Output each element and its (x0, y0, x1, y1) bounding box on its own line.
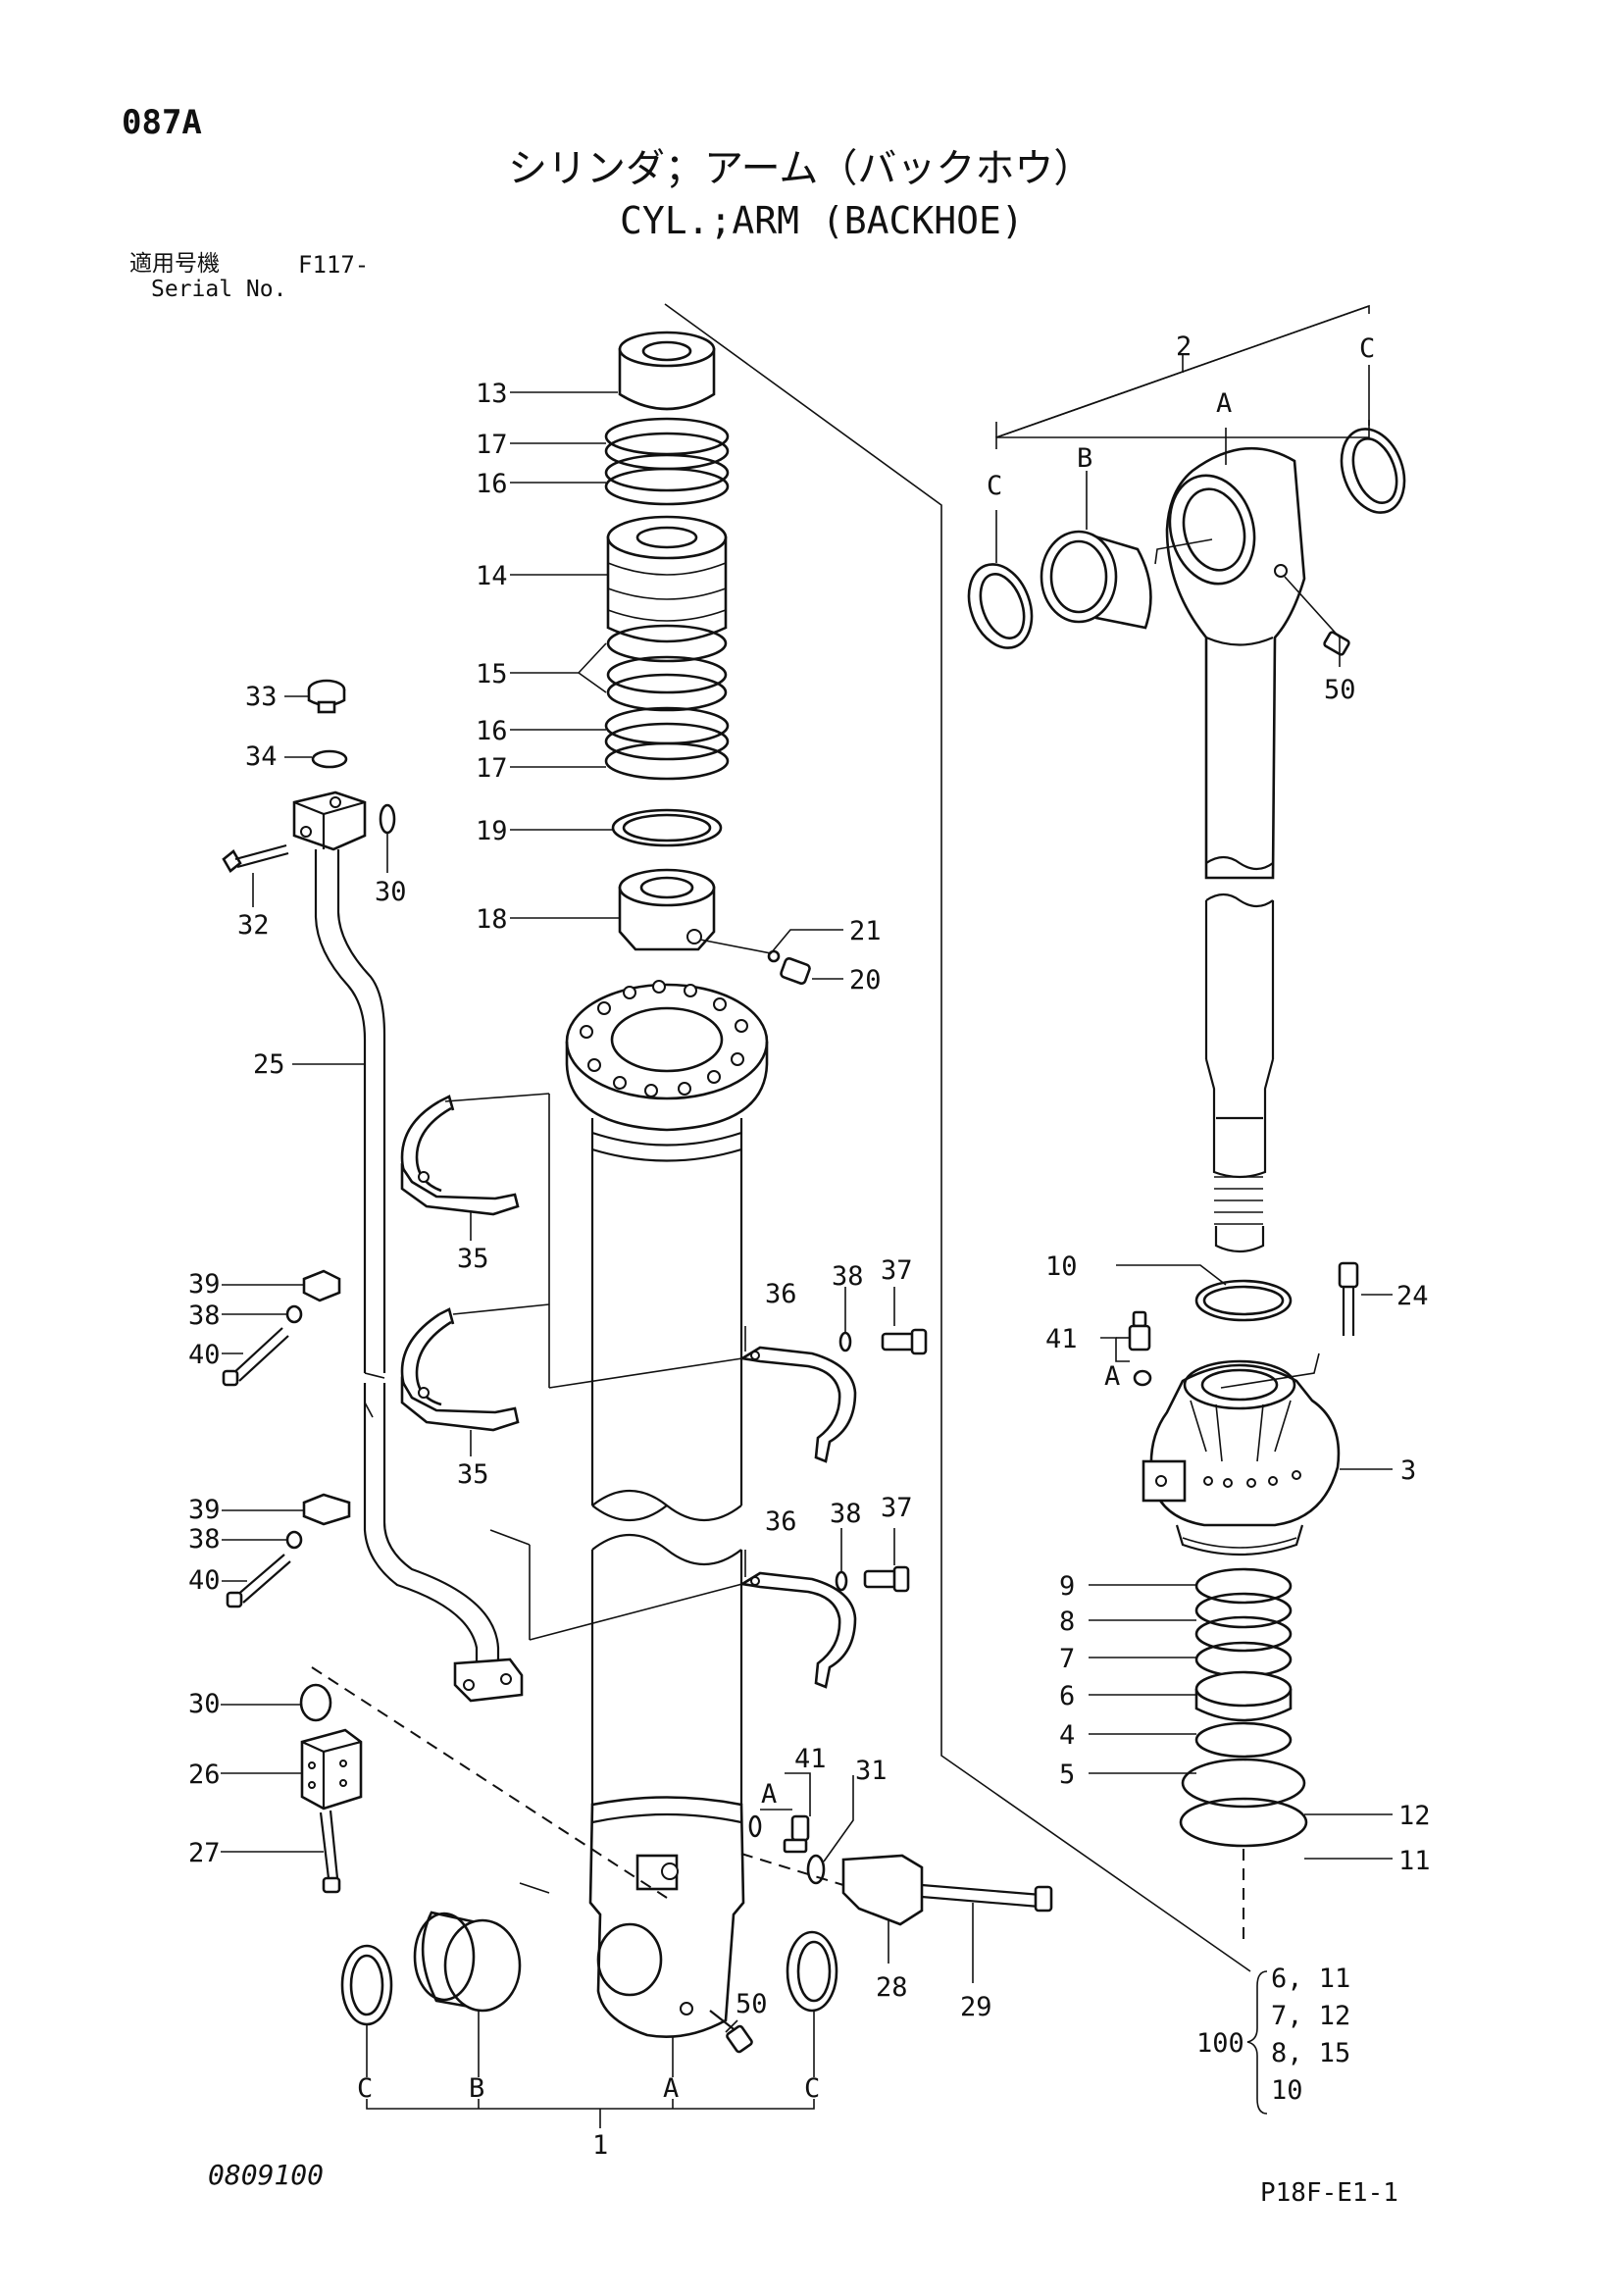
callout-27: 27 (188, 1838, 221, 1868)
callout-11: 11 (1398, 1846, 1431, 1876)
callout-3: 3 (1400, 1455, 1416, 1486)
callout-b-rod: B (1077, 443, 1092, 474)
callout-5: 5 (1059, 1760, 1075, 1790)
callout-c-rod-left: C (987, 471, 1002, 501)
bolts-37-38 (835, 1328, 928, 1593)
callout-1: 1 (592, 2130, 608, 2161)
callout-9: 9 (1059, 1571, 1075, 1602)
callout-38-upper-left: 38 (188, 1301, 221, 1331)
callout-a-gland: A (1104, 1361, 1120, 1392)
callout-26: 26 (188, 1760, 221, 1790)
kit-row-2: 7, 12 (1271, 2001, 1350, 2031)
callout-labels: 13 17 16 14 15 16 17 19 18 21 20 33 34 3… (188, 332, 1431, 2161)
callout-41-gland: 41 (1045, 1324, 1078, 1354)
callout-a-lower: A (761, 1779, 777, 1810)
callout-13: 13 (476, 379, 508, 409)
callout-18: 18 (476, 904, 508, 935)
callout-32: 32 (237, 910, 270, 941)
clamp-36-upper (738, 1346, 857, 1463)
kit-row-1: 6, 11 (1271, 1964, 1350, 1994)
callout-10: 10 (1045, 1251, 1078, 1282)
callout-30-upper: 30 (375, 877, 407, 907)
gland-assembly (1128, 1261, 1359, 1556)
callout-34: 34 (245, 741, 278, 772)
callout-16-lower: 16 (476, 716, 508, 746)
callout-41-lower: 41 (794, 1744, 827, 1774)
title-english: CYL.;ARM (BACKHOE) (620, 199, 1024, 242)
callout-2: 2 (1176, 332, 1192, 362)
callout-c-rod-right: C (1359, 333, 1375, 364)
page-id: 087A (122, 103, 202, 142)
callout-50-rod: 50 (1324, 675, 1356, 705)
callout-14: 14 (476, 561, 508, 591)
callout-17-upper: 17 (476, 430, 508, 460)
callout-16-upper: 16 (476, 469, 508, 499)
callout-24: 24 (1396, 1281, 1429, 1311)
callout-38-lower-right: 38 (830, 1499, 862, 1529)
callout-a-bottom: A (663, 2073, 679, 2104)
callout-29: 29 (960, 1992, 992, 2022)
title-japanese: シリンダ；アーム（バックホウ） (508, 146, 1093, 191)
callout-25: 25 (253, 1049, 285, 1080)
callout-4: 4 (1059, 1720, 1075, 1751)
centerlines (311, 538, 1320, 1947)
clamp-36-lower (738, 1571, 857, 1689)
seal-stack-right (1179, 1567, 1308, 1848)
serial-value: F117- (298, 251, 370, 279)
clips-39-40 (222, 1269, 351, 1608)
callout-b-bottom: B (469, 2073, 484, 2104)
rod-assembly (967, 428, 1406, 1253)
kit-number: 100 (1196, 2028, 1244, 2059)
seal-stack (604, 331, 811, 986)
callout-19: 19 (476, 816, 508, 846)
kit-row-4: 10 (1271, 2075, 1303, 2106)
callout-37-upper: 37 (881, 1255, 913, 1286)
serial-label-japanese: 適用号機 (129, 251, 220, 277)
serial-label-english: Serial No. (151, 277, 287, 302)
callout-40-upper: 40 (188, 1340, 221, 1370)
callout-50-lower: 50 (736, 1989, 768, 2019)
document-number: 0809100 (208, 2159, 325, 2191)
callout-12: 12 (1398, 1801, 1431, 1831)
callout-36-lower: 36 (765, 1506, 797, 1537)
callout-30-lower: 30 (188, 1689, 221, 1719)
callout-36-upper: 36 (765, 1279, 797, 1309)
clamp-35-upper (400, 1095, 520, 1216)
callout-15: 15 (476, 659, 508, 689)
callout-38-lower-left: 38 (188, 1524, 221, 1555)
callout-21: 21 (849, 916, 882, 946)
cylinder-tube (565, 303, 1251, 2038)
callout-37-lower: 37 (881, 1493, 913, 1523)
callout-40-lower: 40 (188, 1565, 221, 1596)
callout-17-lower: 17 (476, 753, 508, 784)
clamp-35-lower (400, 1307, 520, 1432)
callout-6: 6 (1059, 1681, 1075, 1711)
callout-35-upper: 35 (457, 1244, 489, 1274)
callout-31: 31 (855, 1756, 888, 1786)
callout-8: 8 (1059, 1607, 1075, 1637)
pipe-assembly (222, 679, 524, 1894)
callout-28: 28 (876, 1972, 908, 2003)
leader-lines (221, 304, 1393, 2128)
page-reference: P18F-E1-1 (1260, 2178, 1398, 2208)
callout-20: 20 (849, 965, 882, 995)
callout-c-bottom-right: C (804, 2073, 820, 2104)
callout-38-upper-right: 38 (832, 1261, 864, 1292)
callout-c-bottom-left: C (357, 2073, 373, 2104)
callout-7: 7 (1059, 1644, 1075, 1674)
callout-a-rod: A (1216, 388, 1232, 419)
callout-33: 33 (245, 682, 278, 712)
callout-39-lower: 39 (188, 1495, 221, 1525)
callout-35-lower: 35 (457, 1459, 489, 1490)
kit-row-3: 8, 15 (1271, 2038, 1350, 2068)
callout-39-upper: 39 (188, 1269, 221, 1300)
